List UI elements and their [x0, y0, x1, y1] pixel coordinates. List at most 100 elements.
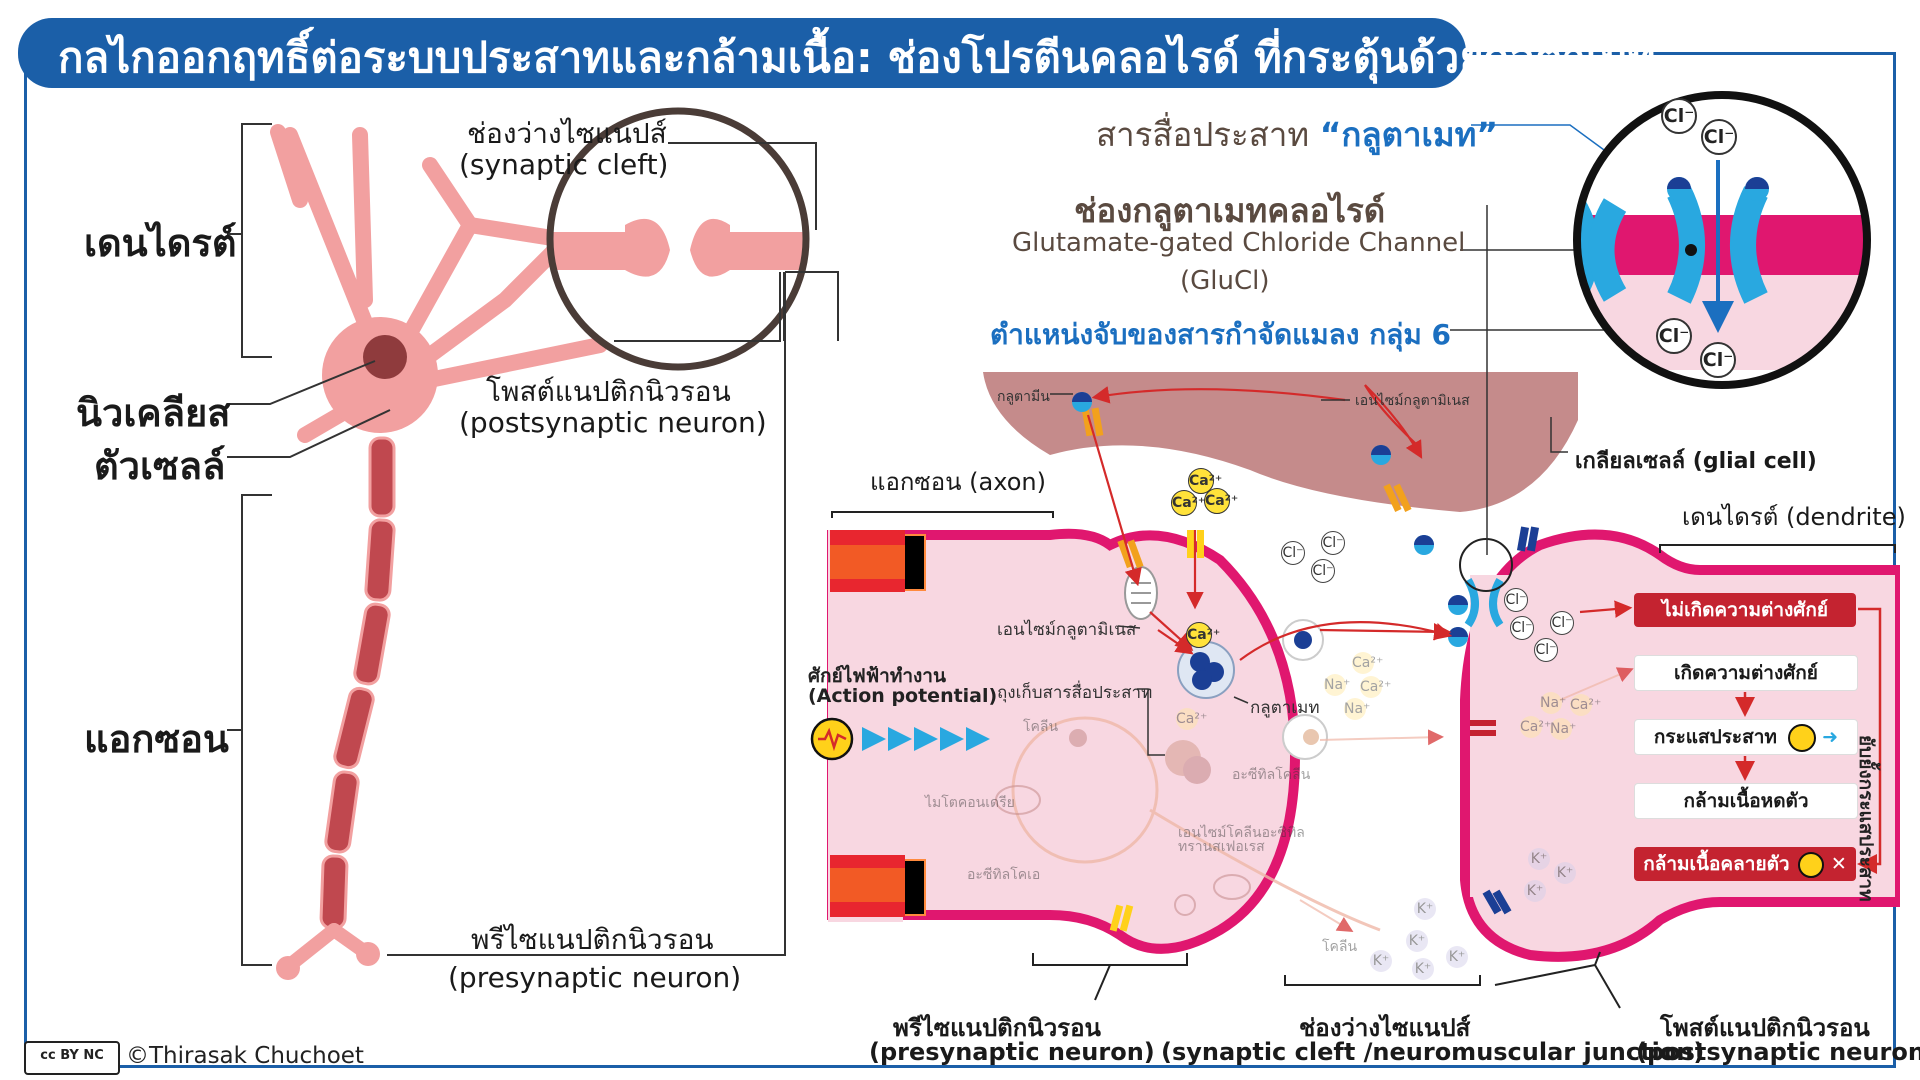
neurotransmitter-label: สารสื่อประสาท “กลูตาเมท”	[1096, 108, 1498, 161]
bottom-post-th: โพสต์แนปติกนิวรอน	[1660, 1014, 1870, 1042]
k-ion-faded: K⁺	[1524, 880, 1546, 902]
left-brackets	[227, 123, 391, 966]
neuron-illustration	[270, 124, 608, 980]
action-potential-icon	[810, 717, 854, 761]
label-glutaminase-inner: เอนไซม์กลูตามิเนส	[997, 620, 1137, 640]
ca-ion: Ca²⁺	[1188, 468, 1222, 494]
label-cleft-en: (synaptic cleft)	[459, 148, 669, 181]
label-cell-body: ตัวเซลล์	[94, 444, 226, 488]
current-icon	[1798, 851, 1825, 878]
label-presynaptic-th: พรีไซแนปติกนิวรอน	[471, 923, 714, 956]
bottom-pre-th: พรีไซแนปติกนิวรอน	[893, 1014, 1101, 1042]
flow-potential: เกิดความต่างศักย์	[1634, 655, 1858, 691]
k-ion-faded: K⁺	[1528, 848, 1550, 870]
binding-site-label: ตำแหน่งจับของสารกำจัดแมลง กลุ่ม 6	[990, 318, 1452, 351]
label-mitochondria: ไมโตคอนเดรีย	[925, 795, 1015, 811]
glucl-channel-membrane	[1459, 538, 1513, 628]
title-banner	[18, 18, 1466, 88]
channel-name-en: Glutamate-gated Chloride Channel	[1012, 228, 1466, 258]
ca-ion-faded: Ca²⁺	[1360, 676, 1391, 698]
bottom-pre-en: (presynaptic neuron)	[869, 1038, 1155, 1066]
cl-ion-small: Cl⁻	[1510, 616, 1534, 640]
label-choline-cleft: โคลีน	[1322, 939, 1358, 955]
k-ion-faded: K⁺	[1446, 946, 1468, 968]
bottom-cleft-th: ช่องว่างไซแนปส์	[1299, 1014, 1471, 1042]
faded-organelles	[995, 729, 1251, 916]
label-postsynaptic-en: (postsynaptic neuron)	[459, 406, 767, 439]
bottom-post-en: (postsynaptic neuron)	[1636, 1038, 1920, 1066]
synapse-zoom	[546, 107, 810, 371]
flow-contract: กล้ามเนื้อหดตัว	[1634, 783, 1858, 819]
na-ion-faded: Na⁺	[1550, 718, 1576, 740]
flow-bracket	[1735, 607, 1882, 874]
mitochondrion	[1124, 566, 1158, 620]
channel-zoom	[1573, 91, 1871, 389]
choline-cycle	[1011, 716, 1381, 932]
label-axon: แอกซอน	[84, 717, 229, 761]
label-enzyme-choline: เอนไซม์โคลีนอะซิทิลทรานสเฟอเรส	[1178, 825, 1305, 855]
flow-relax-label: กล้ามเนื้อคลายตัว	[1643, 853, 1790, 875]
ca-ion-faded: Ca²⁺	[1176, 708, 1207, 730]
ca-ion-faded: Ca²⁺	[1520, 716, 1551, 738]
label-cleft-th: ช่องว่างไซแนปส์	[467, 117, 667, 150]
arrow-right-icon: ➜	[1822, 726, 1839, 748]
cc-license-logo: cc BY NC	[24, 1041, 120, 1075]
ca-ion-faded: Ca²⁺	[1352, 652, 1383, 674]
flow-current-label: กระแสประสาท	[1653, 726, 1777, 748]
label-presynaptic-en: (presynaptic neuron)	[448, 961, 742, 994]
neurotransmitter-prefix: สารสื่อประสาท	[1096, 115, 1310, 154]
release-sites	[1282, 619, 1328, 760]
na-ion-faded: Na⁺	[1324, 674, 1350, 696]
label-glutamate: กลูตาเมท	[1250, 698, 1320, 718]
channel-abbr: (GluCl)	[1180, 266, 1270, 296]
label-nucleus: นิวเคลียส	[76, 391, 231, 435]
label-glutaminase-glial: เอนไซม์กลูตามิเนส	[1355, 393, 1470, 409]
k-ion-faded: K⁺	[1370, 950, 1392, 972]
ca-ion-faded: Ca²⁺	[1570, 694, 1601, 716]
glutamate-vesicle	[1177, 641, 1235, 699]
cross-icon: ✕	[1830, 853, 1847, 875]
figure-frame	[24, 52, 1896, 1068]
label-choline: โคลีน	[1023, 719, 1059, 735]
glutamate-molecules	[1072, 392, 1468, 647]
ca-ion: Ca²⁺	[1186, 622, 1220, 648]
label-glial-cell: เกลียลเซลล์ (glial cell)	[1575, 449, 1817, 474]
label-vesicle: ถุงเก็บสารสื่อประสาท	[997, 683, 1153, 703]
cl-ion: Cl⁻	[1700, 342, 1736, 378]
ca-ion: Ca²⁺	[1204, 488, 1238, 514]
nucleus	[363, 335, 407, 379]
ca-ion: Ca²⁺	[1171, 490, 1205, 516]
flow-relax: กล้ามเนื้อคลายตัว ✕	[1634, 847, 1856, 881]
label-action-potential-en: (Action potential)	[808, 685, 998, 707]
flow-current: กระแสประสาท ➜	[1634, 719, 1858, 755]
credit: ©Thirasak Chuchoet	[126, 1043, 364, 1069]
neurotransmitter-name: “กลูตาเมท”	[1319, 115, 1499, 154]
flow-no-potential: ไม่เกิดความต่างศักย์	[1634, 593, 1856, 627]
cl-ion-small: Cl⁻	[1550, 611, 1574, 635]
cl-ion: Cl⁻	[1661, 98, 1697, 134]
label-acetyl-coa: อะซีทิลโคเอ	[967, 867, 1041, 883]
label-dendrite: เดนไดรต์	[84, 221, 237, 265]
k-ion-faded: K⁺	[1412, 958, 1434, 980]
cl-ion: Cl⁻	[1656, 318, 1692, 354]
pathway-arrows	[1086, 384, 1633, 661]
current-icon	[1787, 723, 1816, 752]
label-action-potential-th: ศักย์ไฟฟ้าทำงาน	[808, 665, 946, 687]
k-ion-faded: K⁺	[1414, 898, 1436, 920]
label-postsynaptic-th: โพสต์แนปติกนิวรอน	[486, 375, 731, 408]
na-ion-faded: Na⁺	[1540, 692, 1566, 714]
cl-ion-small: Cl⁻	[1311, 559, 1335, 583]
glial-cell	[983, 372, 1578, 512]
label-acetylcholine: อะซีทิลโคลีน	[1232, 767, 1311, 783]
membrane-channels	[1081, 407, 1540, 932]
k-ion-faded: K⁺	[1406, 930, 1428, 952]
na-ion-faded: Na⁺	[1344, 698, 1370, 720]
zoom-leaders	[387, 142, 839, 956]
channel-name-th: ช่องกลูตาเมทคลอไรด์	[1074, 191, 1386, 230]
cl-ion-small: Cl⁻	[1321, 531, 1345, 555]
cl-ion-small: Cl⁻	[1534, 638, 1558, 662]
label-axon-synapse: แอกซอน (axon)	[870, 468, 1046, 496]
cl-ion-small: Cl⁻	[1504, 588, 1528, 612]
section-brackets	[831, 511, 1896, 1009]
